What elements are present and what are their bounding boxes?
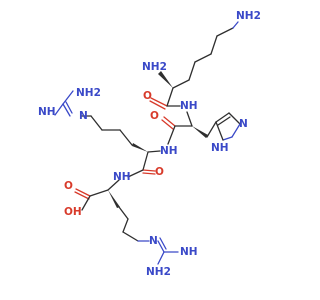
arg2-acid-hydroxyl-label: OH [64, 206, 82, 218]
arg1-guanidine-nh2-top-label: NH2 [76, 87, 101, 99]
arg2-guanidine-nh2-label: NH2 [146, 266, 171, 278]
lysine-residue [149, 21, 239, 110]
arg2-acid-oxygen-label: O [64, 180, 73, 192]
lys-carbonyl-oxygen-label: O [143, 90, 152, 102]
arg1-guanidine-nh-label: NH [38, 106, 56, 118]
arg2-amide-nh-label: NH [113, 171, 131, 183]
arg2-guanidine-nh-label: NH [180, 246, 198, 258]
arg2-guanidine-n-label: N [149, 235, 158, 247]
arginine-residue-1 [54, 90, 161, 178]
arg1-carbonyl-oxygen-label: O [155, 166, 164, 178]
arg1-guanidine-n-label: N [79, 110, 88, 122]
peptide-structure-diagram: NH2 NH2 O NH N NH NH2 NH N O NH O NH O O… [38, 10, 261, 278]
histidine-residue [161, 111, 241, 145]
lys-alpha-amine-label: NH2 [142, 61, 167, 73]
arg1-amide-nh-label: NH [160, 145, 178, 157]
lys-epsilon-amine-label: NH2 [236, 10, 261, 22]
his-ring-n-label: N [239, 118, 248, 130]
his-carbonyl-oxygen-label: O [150, 110, 159, 122]
his-amide-nh-label: NH [180, 100, 198, 112]
arginine-residue-2 [74, 179, 179, 265]
his-ring-nh-label: NH [211, 142, 229, 154]
